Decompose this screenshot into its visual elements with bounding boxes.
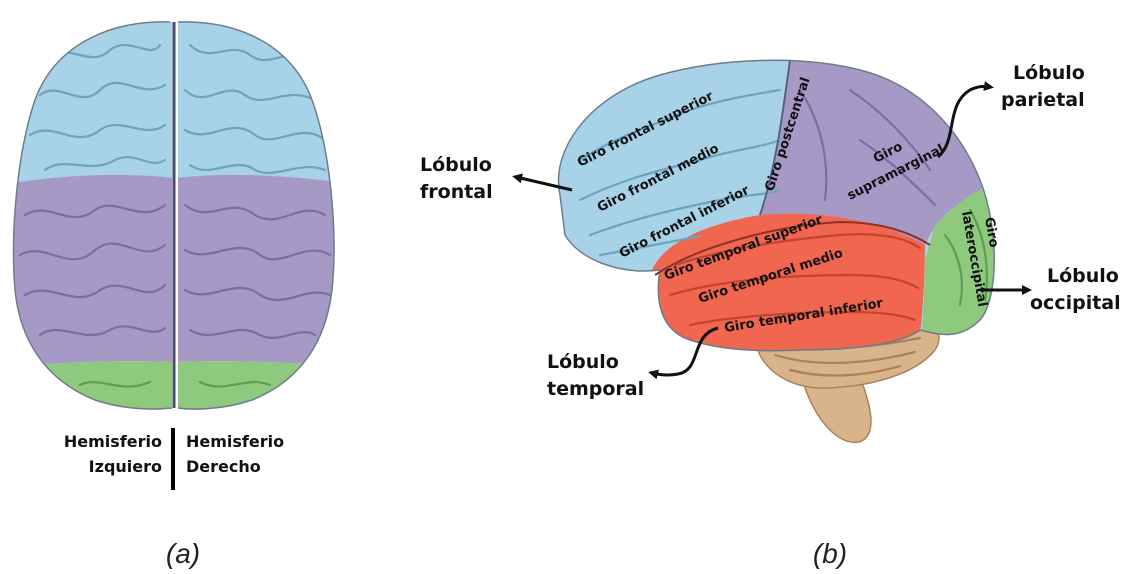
- label-lobulo-temporal-line2: temporal: [547, 378, 644, 400]
- right-hemisphere-label-line1: Hemisferio: [186, 432, 284, 451]
- label-lobulo-parietal-line2: parietal: [1001, 89, 1085, 111]
- right-hemisphere-label-line2: Derecho: [186, 457, 261, 476]
- label-lobulo-occipital-line2: occipital: [1030, 292, 1121, 314]
- label-lobulo-frontal-line1: Lóbulo: [420, 154, 492, 176]
- label-lobulo-occipital-line1: Lóbulo: [1047, 265, 1119, 287]
- label-lobulo-temporal-line1: Lóbulo: [547, 351, 619, 373]
- left-hemisphere-label-line2: Izquiero: [89, 457, 162, 476]
- left-hemisphere-label-line1: Hemisferio: [64, 432, 162, 451]
- occipital-region-top: [0, 361, 360, 420]
- label-lobulo-frontal-line2: frontal: [420, 181, 493, 203]
- arrow-lobulo-parietal: [938, 86, 990, 157]
- caption-a: (a): [166, 538, 200, 569]
- parietal-region-top: [0, 175, 360, 368]
- brain-top-view: [0, 0, 360, 420]
- caption-b: (b): [813, 538, 847, 569]
- label-lobulo-parietal-line1: Lóbulo: [1013, 62, 1085, 84]
- frontal-region-top: [0, 0, 360, 185]
